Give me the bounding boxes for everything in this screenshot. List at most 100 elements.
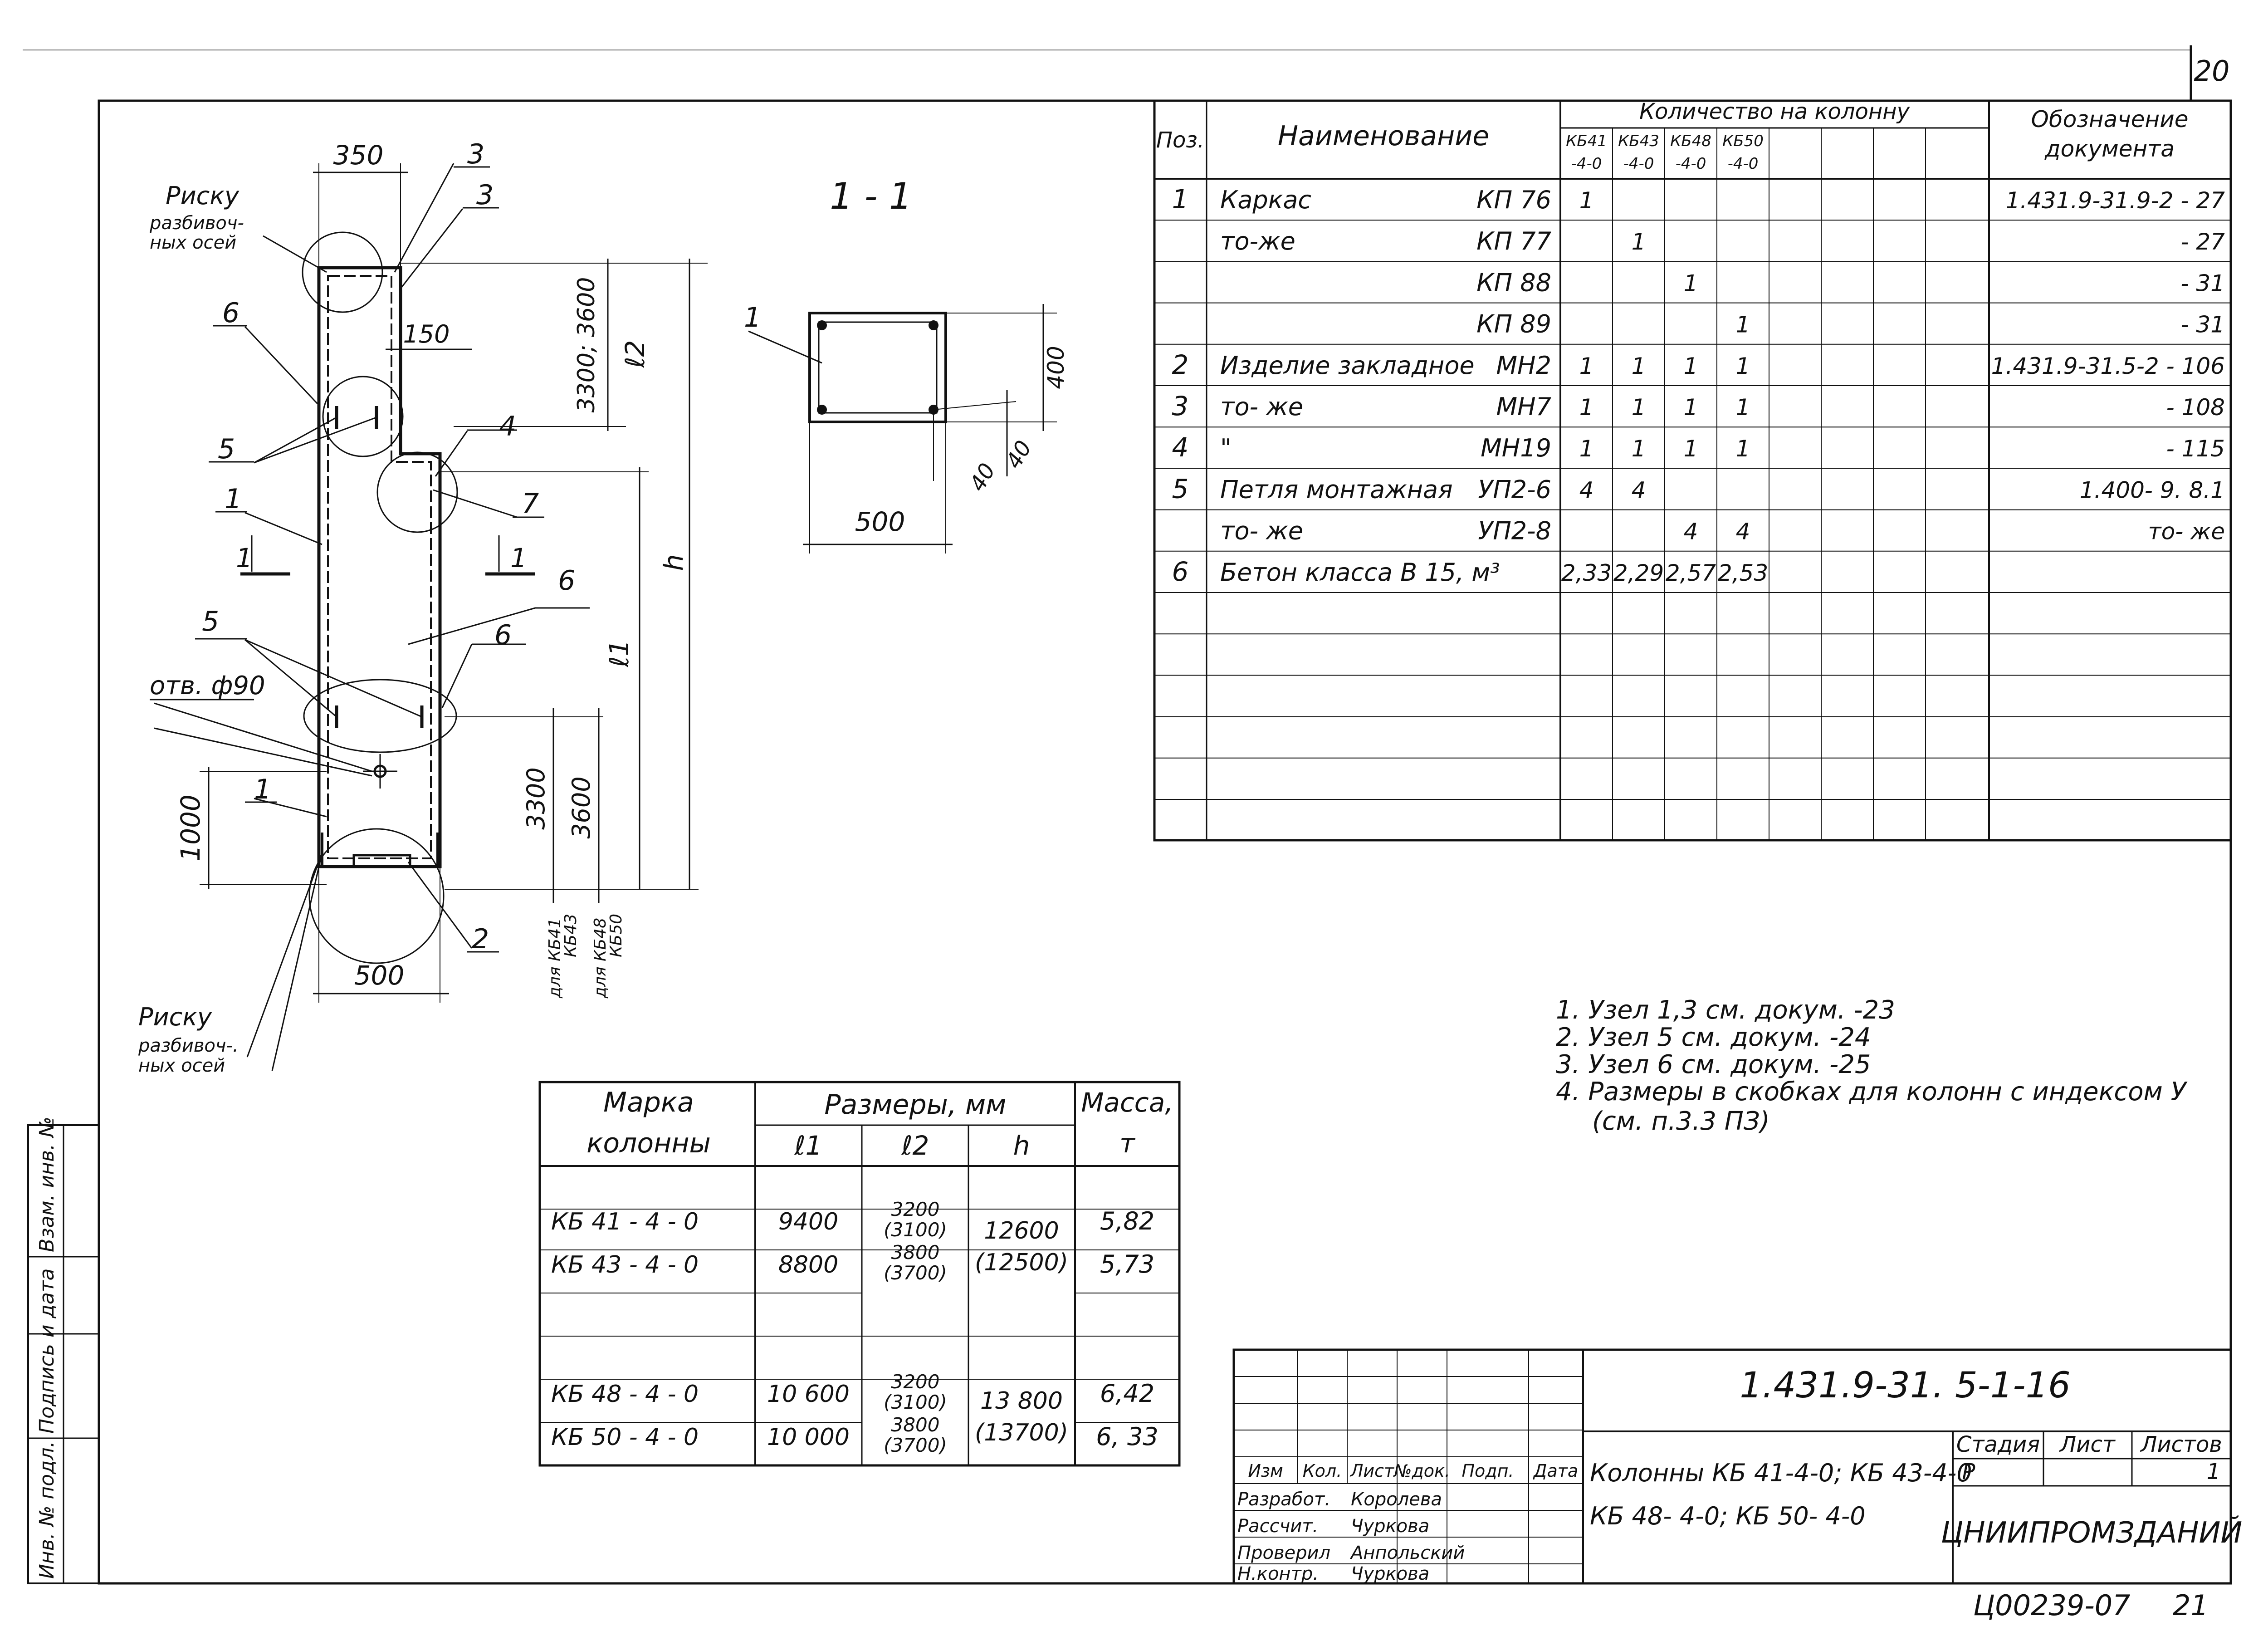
sizes-l1: 10 600	[767, 1381, 850, 1408]
dim-3300-3600-top: 3300; 3600	[573, 277, 600, 413]
dim-l1: ℓ1	[604, 640, 635, 668]
spec-qty: 1	[1579, 187, 1594, 214]
tb-person: Анпольский	[1349, 1543, 1465, 1563]
dim-h: h	[658, 554, 689, 571]
spec-col-head-top: КБ48	[1670, 132, 1711, 150]
spec-qty: 4	[1579, 477, 1594, 503]
stage-value: Р	[1962, 1459, 1975, 1484]
sizes-mark: КБ 41 - 4 - 0	[551, 1208, 699, 1235]
tb-role: Разработ.	[1237, 1489, 1330, 1510]
sizes-mark: КБ 43 - 4 - 0	[551, 1251, 699, 1279]
spec-head-doc-1: Обозначение	[2031, 106, 2189, 132]
specification-table: Поз. Наименование Количество на колонну …	[1153, 99, 2232, 842]
callout-1a: 1	[225, 483, 242, 515]
spec-name: "	[1220, 434, 1232, 462]
footer-code: Ц00239-07	[1973, 1589, 2131, 1622]
spec-doc: - 27	[2180, 229, 2225, 255]
sizes-head-mass-1: Масса,	[1081, 1087, 1173, 1118]
spec-pos: 5	[1172, 473, 1189, 504]
sizes-l2-main: 3200	[891, 1198, 940, 1220]
dim-500-section: 500	[855, 506, 905, 537]
note-1: 1. Узел 1,3 см. докум. -23	[1556, 995, 1895, 1025]
doc-code: 1.431.9-31. 5-1-16	[1740, 1365, 2071, 1406]
spec-doc: 1.431.9-31.5-2 - 106	[1991, 353, 2225, 379]
sizes-head-h: h	[1013, 1130, 1030, 1161]
sizes-mass: 6,42	[1100, 1379, 1154, 1408]
callout-3a: 3	[467, 138, 484, 170]
spec-col-head-top: КБ50	[1722, 132, 1764, 150]
spec-pos: 2	[1172, 349, 1189, 380]
dim-3300: 3300	[522, 767, 550, 829]
sizes-l1: 9400	[778, 1208, 838, 1235]
note-2: 2. Узел 5 см. докум. -24	[1556, 1023, 1871, 1052]
risku-top-3: ных осей	[150, 232, 236, 253]
sizes-l1: 8800	[778, 1251, 838, 1279]
tb-head-col: Лист	[1349, 1461, 1395, 1481]
risku-bottom-3: ных осей	[138, 1055, 225, 1076]
spec-qty: 1	[1684, 270, 1698, 296]
tb-role: Н.контр.	[1237, 1563, 1319, 1584]
spec-qty: 2,33	[1561, 560, 1612, 586]
spec-qty: 1	[1579, 353, 1594, 379]
sizes-l2-main: 3800	[891, 1241, 940, 1264]
spec-qty: 1	[1684, 394, 1698, 421]
sizes-h-a1: 12600	[984, 1217, 1059, 1244]
spec-col-head-top: КБ41	[1566, 132, 1607, 150]
spec-col-head-bottom: -4-0	[1571, 155, 1602, 173]
title-line-2: КБ 48- 4-0; КБ 50- 4-0	[1590, 1502, 1866, 1530]
spec-doc: - 31	[2180, 270, 2225, 296]
callout-6a: 6	[222, 297, 240, 329]
spec-col-head-top: КБ43	[1618, 132, 1659, 150]
sizes-head-l2: ℓ2	[901, 1130, 929, 1161]
organization: ЦНИИПРОМЗДАНИЙ	[1941, 1515, 2243, 1550]
sizes-mass: 5,73	[1100, 1250, 1154, 1279]
spec-qty: 2,29	[1613, 560, 1664, 586]
spec-qty: 1	[1684, 353, 1698, 379]
spec-qty: 1	[1579, 436, 1594, 462]
spec-pos: 1	[1172, 184, 1189, 215]
dim-400: 400	[1043, 346, 1069, 389]
spec-doc: 1.431.9-31.9-2 - 27	[2005, 187, 2225, 214]
notes: 1. Узел 1,3 см. докум. -23 2. Узел 5 см.…	[1556, 995, 2188, 1136]
section-mark-left: 1	[236, 543, 253, 573]
col-label-kb50: КБ50	[607, 914, 626, 957]
dim-l2: ℓ2	[620, 340, 650, 368]
sizes-h-b1: 13 800	[980, 1387, 1063, 1415]
note-4: 4. Размеры в скобках для колонн с индекс…	[1556, 1077, 2188, 1107]
stamp-podpis-data: Подпись и дата	[35, 1269, 59, 1434]
spec-qty: 1	[1632, 394, 1646, 421]
spec-head-name: Наименование	[1278, 120, 1489, 152]
sizes-l1: 10 000	[767, 1424, 850, 1451]
spec-name: то- же	[1220, 517, 1303, 545]
spec-mark: МН7	[1496, 392, 1551, 421]
risku-top-1: Риску	[166, 181, 240, 210]
sizes-row: КБ 43 - 4 - 0 8800 3800(3700) 5,73	[551, 1241, 1154, 1284]
stamp-vzam-inv: Взам. инв. №	[35, 1117, 59, 1252]
spec-name: Изделие закладное	[1220, 351, 1475, 380]
sizes-head-mark-1: Марка	[603, 1087, 694, 1118]
dim-3600: 3600	[567, 776, 596, 838]
spec-col-head-bottom: -4-0	[1676, 155, 1706, 173]
spec-qty: 1	[1736, 353, 1750, 379]
tb-head-col: №док.	[1393, 1461, 1450, 1481]
stage-label: Стадия	[1956, 1432, 2040, 1457]
note-3: 3. Узел 6 см. докум. -25	[1556, 1050, 1871, 1079]
sizes-head-mark-2: колонны	[587, 1127, 711, 1159]
sizes-l2-alt: (3700)	[884, 1262, 947, 1284]
risku-bottom-1: Риску	[138, 1003, 212, 1031]
sizes-l2-alt: (3700)	[884, 1434, 947, 1456]
section-callout-1: 1	[744, 302, 761, 333]
sizes-l2-alt: (3100)	[884, 1391, 947, 1413]
sizes-mark: КБ 50 - 4 - 0	[551, 1424, 699, 1451]
callout-2: 2	[472, 923, 489, 955]
risku-top-2: разбивоч-	[149, 213, 244, 234]
